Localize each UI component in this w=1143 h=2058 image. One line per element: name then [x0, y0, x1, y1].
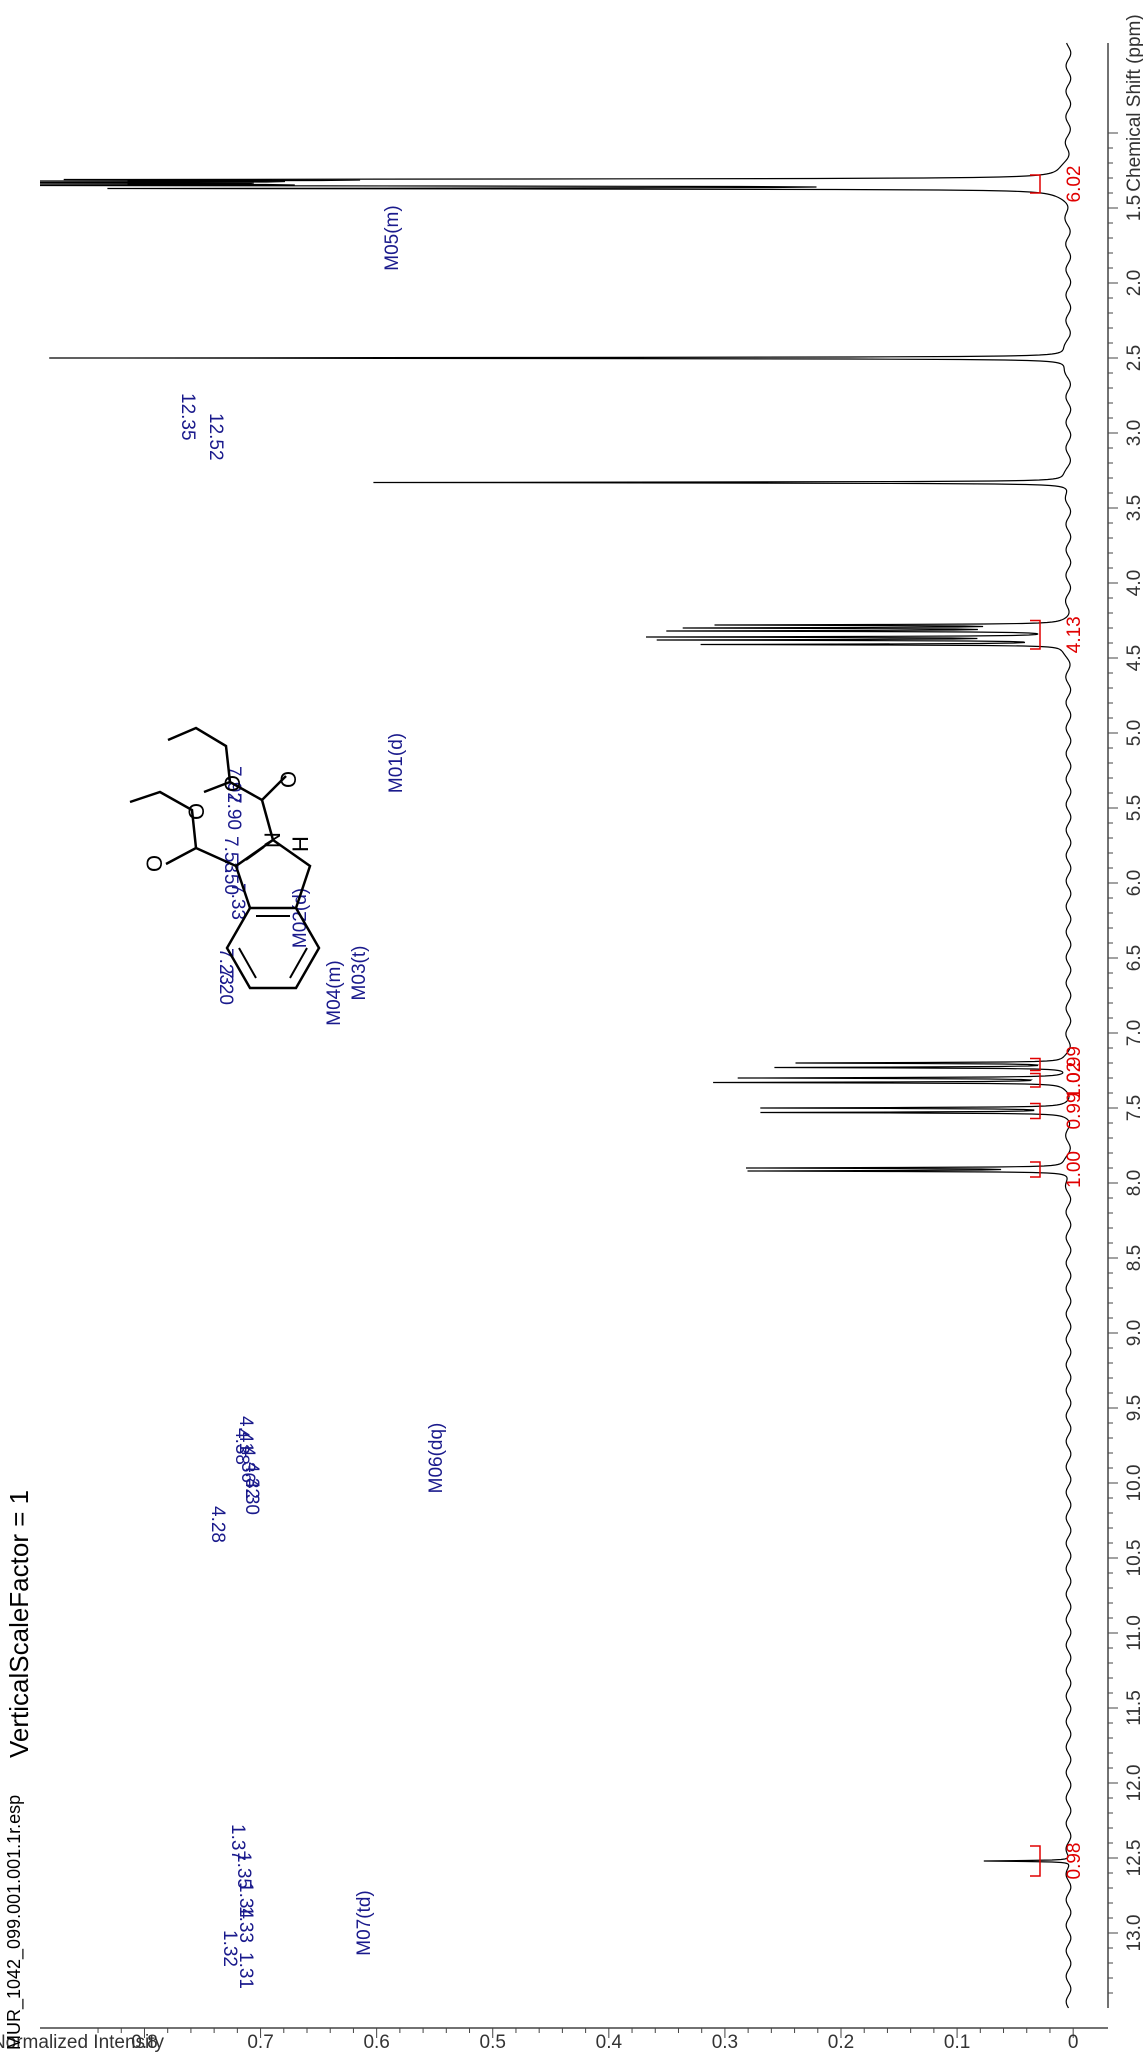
spectrum-trace	[39, 42, 1072, 2009]
x-tick-label: 12.5	[1124, 1840, 1143, 1877]
peak-label: 1.32	[219, 1930, 240, 1967]
multiplet-label: M04(m)	[324, 960, 345, 1025]
y-tick-label: 0.7	[247, 2032, 273, 2053]
x-tick-label: 4.0	[1124, 570, 1143, 596]
peak-label: 4.30	[241, 1478, 262, 1515]
multiplet-label: M06(dq)	[426, 1423, 447, 1494]
x-tick-label: 5.0	[1124, 720, 1143, 746]
integral-value: 0.99	[1064, 1093, 1085, 1130]
peak-label: 7.23	[215, 948, 236, 985]
y-tick-label: 0	[1068, 2032, 1079, 2053]
multiplet-label: M01(d)	[386, 733, 407, 793]
peak-label: 4.28	[207, 1506, 228, 1543]
integral-value: 0.99	[1064, 1046, 1085, 1083]
peak-label: 1.37	[227, 1824, 248, 1861]
x-axis-title: Chemical Shift (ppm)	[1124, 14, 1143, 191]
nitrogen-atom: N	[260, 832, 285, 848]
x-tick-label: 9.5	[1124, 1395, 1143, 1421]
x-tick-label: 1.5	[1124, 195, 1143, 221]
y-tick-label: 0.4	[596, 2032, 623, 2053]
x-tick-label: 11.5	[1124, 1690, 1143, 1726]
x-tick-label: 13.0	[1124, 1915, 1143, 1952]
x-tick-label: 7.0	[1124, 1020, 1143, 1046]
x-tick-label: 8.0	[1124, 1170, 1143, 1196]
x-tick-label: 8.5	[1124, 1245, 1143, 1271]
multiplet-label: M05(m)	[382, 205, 403, 270]
y-tick-label: 0.3	[712, 2032, 738, 2053]
multiplet-label: M03(t)	[349, 946, 370, 1001]
x-tick-label: 11.0	[1124, 1615, 1143, 1651]
peak-label: 1.34	[235, 1882, 256, 1919]
oxygen-atom-4: O	[220, 775, 245, 792]
spectrum-group	[39, 42, 1072, 2009]
peak-label: 1.33	[235, 1906, 256, 1943]
integral-bracket	[1030, 619, 1041, 650]
peak-label: 7.90	[223, 793, 244, 830]
y-tick-label: 0.1	[944, 2032, 970, 2053]
integral-value: 0.98	[1064, 1843, 1085, 1880]
peak-label: 12.35	[177, 393, 198, 441]
peak-label: 7.20	[215, 968, 236, 1005]
peak-label: 4.41	[235, 1416, 256, 1453]
integral-bracket	[1030, 174, 1041, 194]
integral-group: 0.98 1.00 0.991.020.99 4.13 6.02	[1030, 166, 1085, 1880]
peak-label: 7.53	[220, 836, 241, 873]
y-axis-title: Normalized Intensity	[0, 2032, 165, 2053]
peak-label: 1.35	[233, 1852, 254, 1889]
multiplet-label: M07(td)	[354, 1890, 375, 1955]
peak-label: 4.38	[231, 1428, 252, 1465]
peak-label: 1.31	[235, 1952, 256, 1989]
x-tick-label: 5.5	[1124, 795, 1143, 821]
integral-value: 6.02	[1064, 166, 1085, 203]
x-tick-label: 9.0	[1124, 1320, 1143, 1346]
peak-label: 4.32	[241, 1462, 262, 1499]
integral-value: 1.00	[1064, 1151, 1085, 1188]
peak-label: 7.33	[227, 883, 248, 920]
x-tick-label: 6.5	[1124, 945, 1143, 971]
integral-bracket	[1030, 1072, 1041, 1088]
integral-bracket	[1030, 1845, 1041, 1877]
x-tick-label: 2.0	[1124, 270, 1143, 296]
oxygen-atom-2: O	[184, 803, 209, 820]
oxygen-atom-1: O	[142, 855, 167, 872]
header-text: VerticalScaleFactor = 1	[4, 1490, 34, 1758]
integral-bracket	[1030, 1161, 1041, 1178]
file-name: MUR_1042_099.001.001.1r.esp	[4, 1795, 25, 2050]
chemical-structure: O O O O N H	[129, 726, 321, 990]
x-tick-label: 6.0	[1124, 870, 1143, 896]
x-tick-label: 3.5	[1124, 495, 1143, 521]
oxygen-atom-3: O	[276, 771, 301, 788]
integral-value: 1.02	[1064, 1062, 1085, 1099]
y-tick-label: 0.2	[828, 2032, 854, 2053]
y-tick-label: 0.6	[363, 2032, 389, 2053]
x-tick-label: 7.5	[1124, 1095, 1143, 1121]
x-tick-label: 3.0	[1124, 420, 1143, 446]
integral-value: 4.13	[1064, 616, 1085, 653]
peak-label: 4.36	[237, 1446, 258, 1483]
x-tick-label: 10.5	[1124, 1540, 1143, 1577]
y-tick-label: 0.5	[480, 2032, 506, 2053]
y-tick-label: 0.8	[131, 2032, 157, 2053]
axes-group: 13.0 12.5 12.0 11.5 11.0 10.5 10.0 9.5 9.0 8.5 8.0…	[0, 14, 1143, 2053]
x-tick-label: 2.5	[1124, 345, 1143, 371]
peak-label: 12.52	[205, 413, 226, 461]
hydrogen-atom: H	[288, 836, 313, 852]
x-tick-label: 4.5	[1124, 645, 1143, 671]
x-tick-label: 10.0	[1124, 1465, 1143, 1502]
integral-bracket	[1030, 1102, 1041, 1120]
integral-bracket	[1030, 1057, 1041, 1072]
x-tick-label: 12.0	[1124, 1765, 1143, 1802]
